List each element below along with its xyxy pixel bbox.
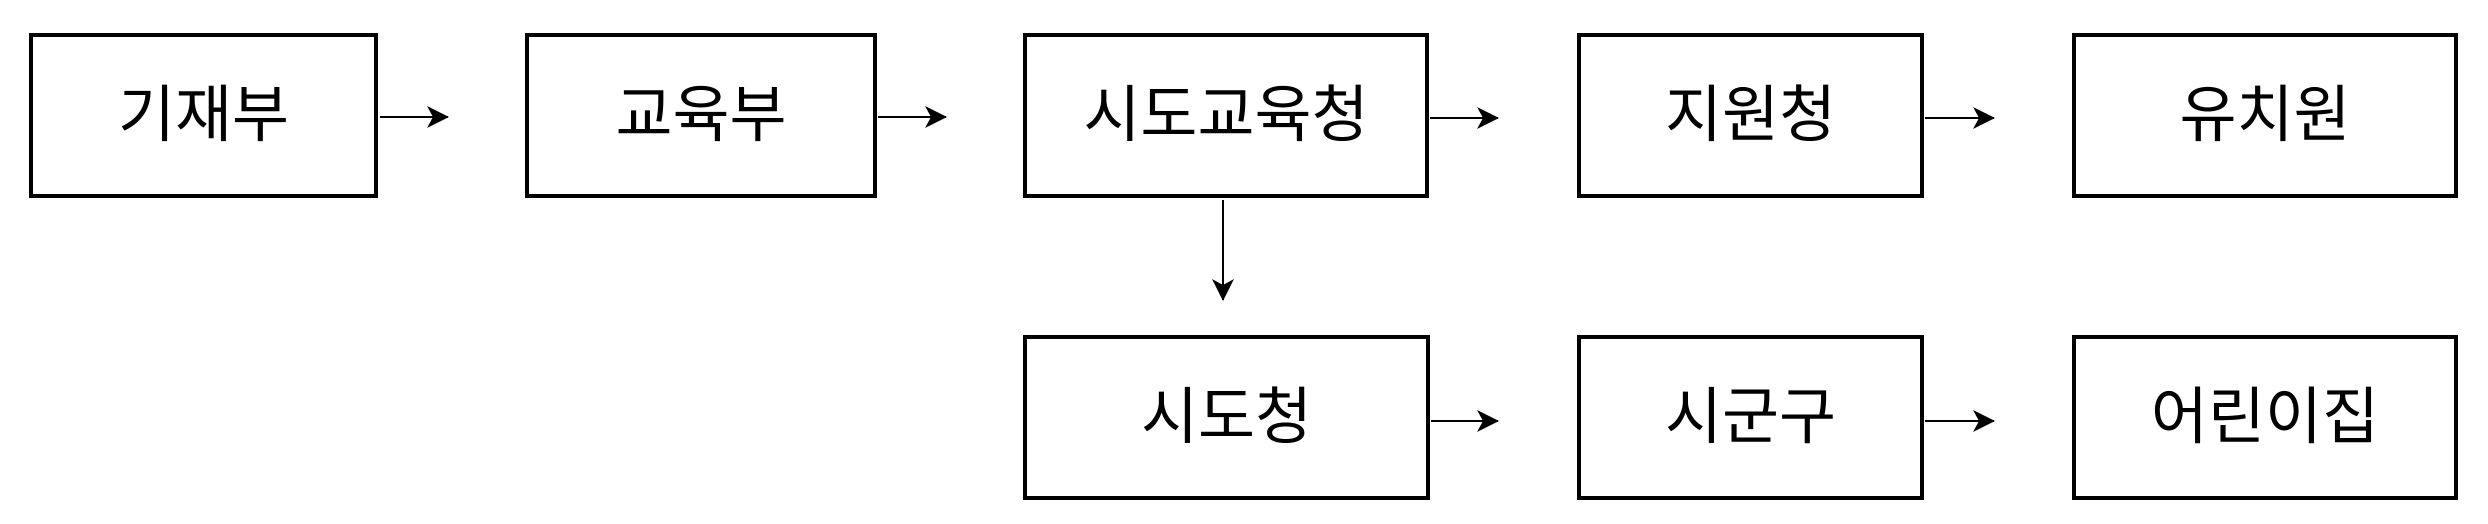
node-daycare-center-label: 어린이집 <box>2150 382 2380 452</box>
node-finance-ministry-label: 기재부 <box>117 80 290 150</box>
node-city-county-district-label: 시군구 <box>1664 382 1837 452</box>
node-education-ministry: 교육부 <box>525 33 877 198</box>
node-district-education-office: 지원청 <box>1577 33 1924 198</box>
node-kindergarten: 유치원 <box>2072 33 2458 198</box>
node-finance-ministry: 기재부 <box>29 33 378 198</box>
node-kindergarten-label: 유치원 <box>2179 80 2351 150</box>
node-district-education-office-label: 지원청 <box>1664 80 1837 150</box>
node-daycare-center: 어린이집 <box>2072 335 2458 500</box>
node-education-ministry-label: 교육부 <box>615 80 787 150</box>
node-provincial-government: 시도청 <box>1023 335 1430 500</box>
node-provincial-government-label: 시도청 <box>1140 382 1313 452</box>
node-city-county-district: 시군구 <box>1577 335 1924 500</box>
node-provincial-education-office-label: 시도교육청 <box>1083 80 1369 150</box>
node-provincial-education-office: 시도교육청 <box>1023 33 1429 198</box>
